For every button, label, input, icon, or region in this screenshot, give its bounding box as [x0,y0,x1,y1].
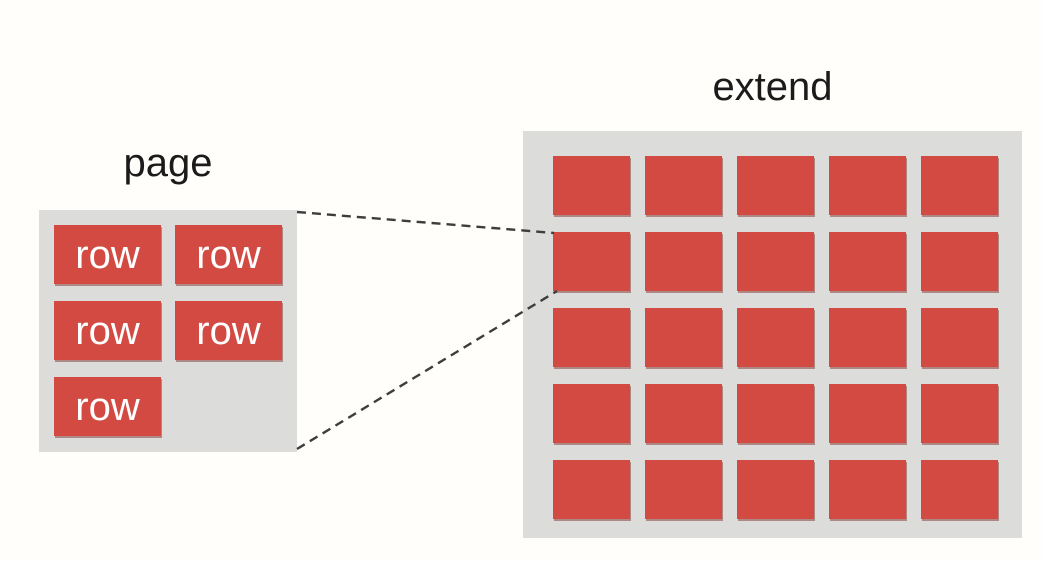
extend-panel [523,131,1022,538]
connector-page-bottom-to-extend-cell [296,289,558,451]
extend-cell [921,384,998,443]
extend-cell [829,156,906,215]
extend-cell [553,232,630,291]
row-box: row [54,225,161,284]
extend-cell [737,308,814,367]
extend-cell [553,308,630,367]
extend-title: extend [712,65,833,109]
extend-cell [921,308,998,367]
extend-cell [737,460,814,519]
extend-cell [645,232,722,291]
extend-cell [829,460,906,519]
extend-cell [829,232,906,291]
extend-cell [645,384,722,443]
extend-cell [829,308,906,367]
extend-cell [553,460,630,519]
extend-cell [921,460,998,519]
extend-cell [737,232,814,291]
connector-page-top-to-extend-cell [296,210,555,235]
extend-cell [737,384,814,443]
row-box: row [175,225,282,284]
extend-cell [645,308,722,367]
row-box: row [54,301,161,360]
page-panel: row row row row row [39,210,297,452]
extend-cell [921,232,998,291]
page-title: page [123,141,213,185]
extend-cell [737,156,814,215]
extend-cell [553,156,630,215]
extend-cell [553,384,630,443]
row-box: row [175,301,282,360]
extend-cell [829,384,906,443]
row-box: row [54,377,161,436]
extend-cell [645,156,722,215]
extend-cell [645,460,722,519]
extend-cell [921,156,998,215]
